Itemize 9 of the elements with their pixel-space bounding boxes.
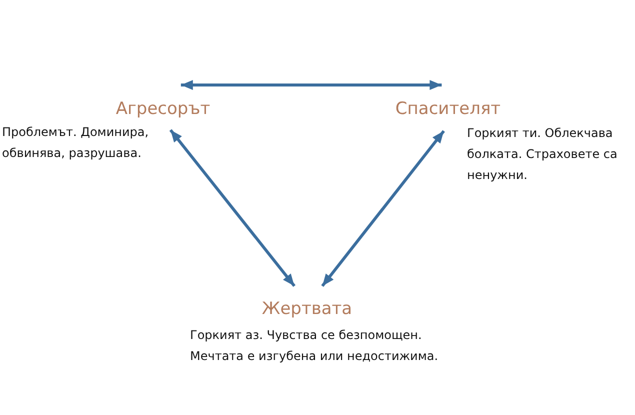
double-arrow bbox=[169, 129, 296, 287]
description-text: Горкият аз. Чувства се безпомощен. Мечтата е изгубена или недостижима. bbox=[190, 327, 440, 365]
role-label: Жертвата bbox=[262, 299, 352, 319]
double-arrow bbox=[321, 130, 445, 287]
description-text: Проблемът. Доминира, обвинява, разрушава. bbox=[2, 124, 150, 162]
role-label: Агресорът bbox=[116, 99, 210, 119]
double-arrow bbox=[180, 80, 442, 90]
description-text: Горкият ти. Облекчава болката. Страховете са ненужни. bbox=[467, 125, 618, 184]
role-label: Спасителят bbox=[395, 99, 501, 119]
